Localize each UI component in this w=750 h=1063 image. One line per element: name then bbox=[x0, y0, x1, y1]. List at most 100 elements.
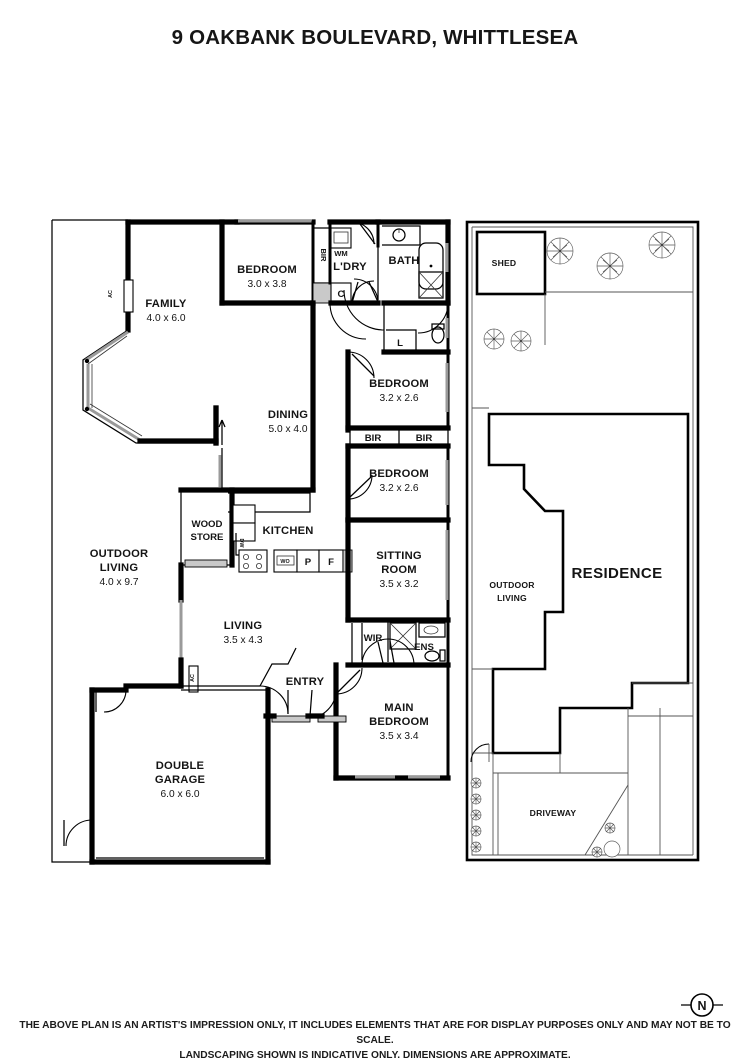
compass-north-label: N bbox=[697, 999, 706, 1013]
label-bedroom4-dim: 3.2 x 2.6 bbox=[379, 483, 418, 494]
bay-glass-1 bbox=[85, 330, 129, 362]
wood-store-door bbox=[184, 559, 228, 568]
label-pantry: P bbox=[305, 557, 312, 568]
door-hall-3 bbox=[417, 302, 449, 334]
site-door-arc bbox=[470, 743, 490, 763]
bush-icon bbox=[603, 840, 621, 858]
bay-glass-3 bbox=[87, 406, 141, 442]
shrub-icon bbox=[591, 846, 603, 858]
label-bedroom3-dim: 3.2 x 2.6 bbox=[379, 393, 418, 404]
label-driveway: DRIVEWAY bbox=[530, 808, 577, 818]
disclaimer-line-2: LANDSCAPING SHOWN IS INDICATIVE ONLY. DI… bbox=[179, 1050, 571, 1061]
burner-2 bbox=[255, 554, 262, 561]
bath-vanity bbox=[382, 225, 421, 246]
label-residence: RESIDENCE bbox=[571, 565, 662, 582]
label-ac-2: AC bbox=[190, 674, 196, 682]
ens-vanity bbox=[418, 622, 446, 638]
label-woodstore-1: WOOD bbox=[192, 519, 223, 530]
label-bir-top: BIR bbox=[319, 248, 328, 262]
label-dw: DW bbox=[238, 539, 244, 549]
bir-top-shelf bbox=[312, 282, 332, 304]
linen-cupboard bbox=[386, 329, 417, 352]
door-leaf-main-bed bbox=[337, 669, 361, 693]
dishwasher-lower bbox=[232, 522, 256, 542]
label-site-outdoor-2: LIVING bbox=[497, 593, 527, 603]
shrub-icon bbox=[470, 841, 482, 853]
label-site-outdoor-1: OUTDOOR bbox=[489, 580, 535, 590]
label-mainbed-name: MAIN bbox=[384, 702, 413, 714]
door-ens bbox=[387, 638, 415, 666]
label-bath: BATH bbox=[388, 255, 419, 267]
ac-unit-2 bbox=[188, 665, 199, 693]
bathtub bbox=[418, 242, 444, 290]
compass-circle bbox=[690, 993, 714, 1017]
label-entry: ENTRY bbox=[286, 676, 325, 688]
label-garage-dim: 6.0 x 6.0 bbox=[160, 789, 199, 800]
label-family-name: FAMILY bbox=[145, 298, 187, 310]
label-bir-right: BIR bbox=[416, 433, 433, 444]
tree-icon bbox=[546, 237, 574, 265]
shrub-icon bbox=[470, 777, 482, 789]
door-leaf-ldry-3 bbox=[359, 223, 376, 245]
label-sitting-dim: 3.5 x 3.2 bbox=[379, 579, 418, 590]
door-hall-2 bbox=[343, 289, 385, 331]
site-inner-offset-2 bbox=[472, 226, 694, 855]
shrub-icon bbox=[470, 809, 482, 821]
label-bedroom3-name: BEDROOM bbox=[369, 378, 429, 390]
door-leaf-bed3 bbox=[351, 353, 375, 377]
label-ac-1: AC bbox=[108, 290, 114, 298]
shrub-icon bbox=[470, 825, 482, 837]
label-bedroom2-dim: 3.0 x 3.8 bbox=[247, 279, 286, 290]
compass-rose: N bbox=[681, 993, 723, 1017]
door-main-bed bbox=[335, 667, 363, 695]
label-sitting-name2: ROOM bbox=[381, 564, 417, 576]
tree-group bbox=[483, 231, 676, 352]
label-kitchen-name: KITCHEN bbox=[262, 525, 313, 537]
door-ldry-3 bbox=[351, 221, 375, 245]
wm-detail bbox=[333, 231, 349, 244]
door-leaf-ldry-1 bbox=[351, 281, 359, 304]
door-leaf-ldry-2 bbox=[368, 281, 379, 303]
door-bed4 bbox=[347, 474, 373, 500]
tub-plug bbox=[429, 264, 433, 268]
label-dining-name: DINING bbox=[268, 409, 308, 421]
dishwasher-upper bbox=[232, 504, 256, 524]
door-wir bbox=[361, 638, 389, 666]
ac-unit-1 bbox=[123, 279, 134, 313]
shrub-icon bbox=[604, 822, 616, 834]
dining-arrow-head bbox=[218, 419, 226, 428]
kitchen-island-bench bbox=[228, 492, 311, 513]
label-family-dim: 4.0 x 6.0 bbox=[146, 313, 185, 324]
ens-shower-x bbox=[389, 622, 417, 650]
bay-glass-1b bbox=[87, 335, 128, 365]
site-boundary-left bbox=[51, 220, 126, 863]
door-hall-1 bbox=[329, 302, 367, 340]
label-outdoor-dim: 4.0 x 9.7 bbox=[99, 577, 138, 588]
toilet-cistern bbox=[431, 323, 445, 330]
label-living-dim: 3.5 x 4.3 bbox=[223, 635, 262, 646]
label-wm: WM bbox=[334, 249, 348, 258]
tree-icon bbox=[510, 330, 532, 352]
ens-basin bbox=[423, 625, 439, 635]
floorplan-group: FAMILY 4.0 x 6.0 BEDROOM 3.0 x 3.8 DININ… bbox=[51, 219, 451, 865]
siteplan-group: SHED RESIDENCE OUTDOOR LIVING DRIVEWAY bbox=[465, 220, 700, 862]
label-bedroom2-name: BEDROOM bbox=[237, 264, 297, 276]
entry-threshold-1 bbox=[271, 715, 311, 723]
ens-toilet bbox=[424, 650, 440, 662]
toilet-bowl bbox=[431, 326, 445, 344]
label-garage-name2: GARAGE bbox=[155, 774, 206, 786]
tree-icon bbox=[596, 252, 624, 280]
label-dining-dim: 5.0 x 4.0 bbox=[268, 424, 307, 435]
door-garage-internal bbox=[103, 689, 127, 713]
label-fridge: F bbox=[328, 557, 334, 568]
shrub-icon bbox=[470, 793, 482, 805]
bay-glass-3b bbox=[89, 403, 143, 437]
burner-3 bbox=[242, 563, 249, 570]
label-bir-left: BIR bbox=[365, 433, 382, 444]
site-boundary bbox=[465, 220, 700, 862]
label-mainbed-dim: 3.5 x 3.4 bbox=[379, 731, 418, 742]
tree-icon bbox=[483, 328, 505, 350]
floorplan-labels: FAMILY 4.0 x 6.0 BEDROOM 3.0 x 3.8 DININ… bbox=[90, 248, 435, 800]
door-leaf-entry-2 bbox=[309, 689, 313, 717]
